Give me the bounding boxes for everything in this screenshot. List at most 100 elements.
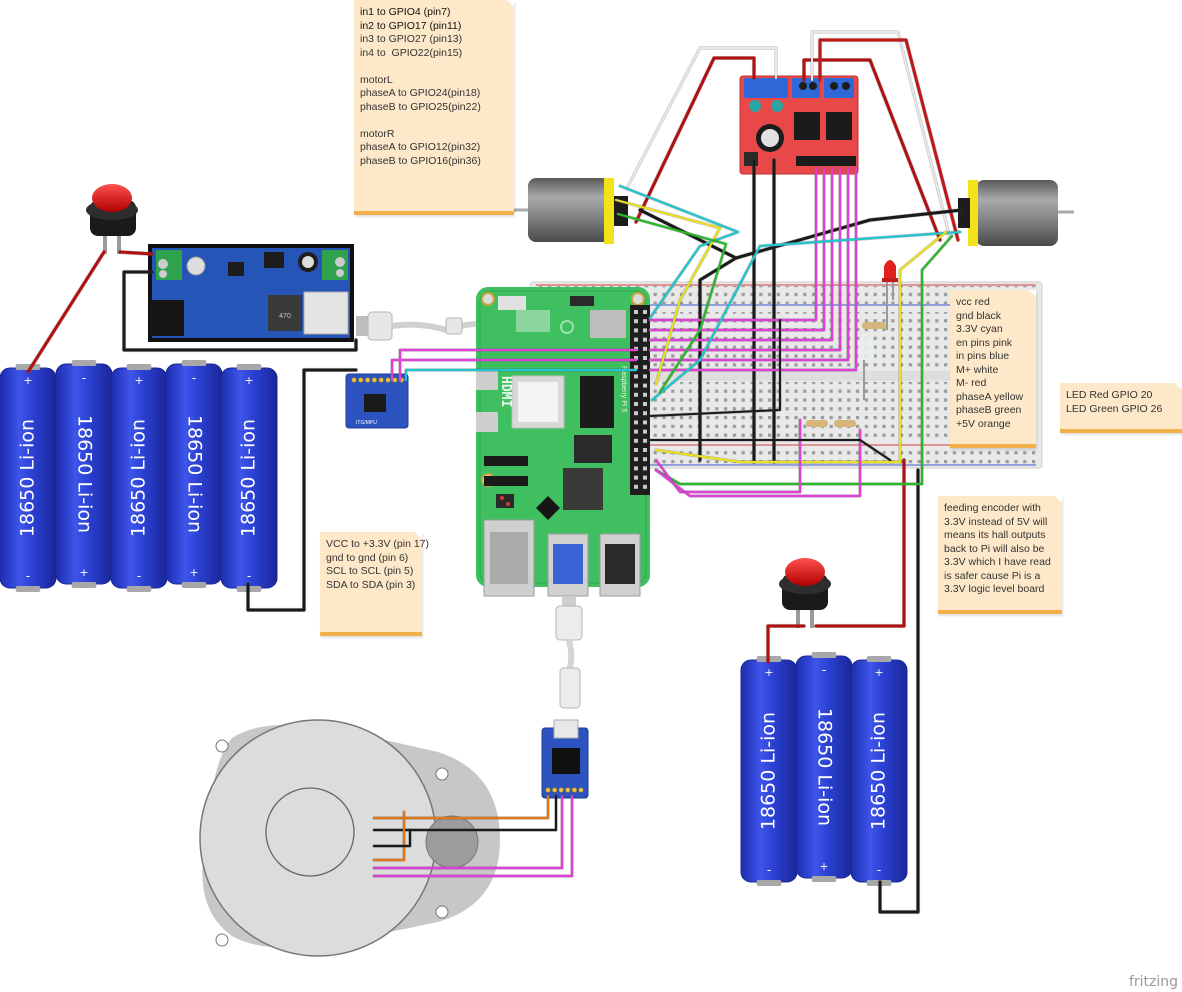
battery-plus-sign: + bbox=[764, 666, 773, 679]
note-line: feeding encoder with 3.3V instead of 5V … bbox=[944, 502, 1051, 595]
wire bbox=[648, 166, 850, 362]
battery-label: 18650 Li-ion bbox=[868, 712, 890, 830]
wire bbox=[245, 367, 359, 613]
note-line: M- red bbox=[956, 377, 987, 389]
note-line: gnd to gnd (pin 6) bbox=[326, 551, 409, 564]
battery-label: 18650 Li-ion bbox=[184, 415, 206, 533]
note-line: in4 to GPIO22(pin15) bbox=[360, 46, 463, 59]
note-line: 3.3V cyan bbox=[956, 323, 1003, 335]
wire bbox=[801, 57, 943, 243]
battery-cell: 18650 Li-ion + - bbox=[850, 656, 908, 886]
note-line: phaseA to GPIO24(pin18) bbox=[360, 87, 481, 99]
battery-plus-sign: + bbox=[79, 566, 88, 579]
imu-model-label: ITG/MPU bbox=[356, 420, 377, 426]
wire bbox=[390, 358, 638, 382]
battery-plus-sign: + bbox=[244, 374, 253, 387]
wire bbox=[372, 828, 412, 848]
battery-pack-left: 18650 Li-ion+-18650 Li-ion+-18650 Li-ion… bbox=[0, 360, 278, 592]
wire bbox=[633, 55, 757, 225]
battery-minus-sign: - bbox=[822, 663, 826, 677]
dc-motor-right bbox=[958, 180, 1074, 246]
battery-label: 18650 Li-ion bbox=[128, 419, 150, 537]
note-line bbox=[360, 60, 508, 74]
motor-driver-board bbox=[739, 75, 859, 175]
fritzing-watermark: fritzing bbox=[1128, 974, 1178, 990]
wire bbox=[648, 166, 858, 372]
battery-label: 18650 Li-ion bbox=[17, 419, 39, 537]
wire bbox=[654, 230, 948, 464]
wire bbox=[616, 212, 728, 394]
wire bbox=[648, 166, 826, 332]
note-line: in3 to GPIO27 (pin13) bbox=[360, 33, 463, 45]
push-button-right bbox=[779, 558, 831, 628]
resistor-3 bbox=[834, 420, 856, 427]
hdmi-label: HDMI bbox=[498, 376, 513, 407]
battery-plus-sign: + bbox=[189, 566, 198, 579]
wire bbox=[626, 46, 778, 188]
note-line: phaseA to GPIO12(pin32) bbox=[360, 141, 481, 153]
wire bbox=[614, 198, 722, 386]
note-imu-wiring: VCC to +3.3V (pin 17)gnd to gnd (pin 6)S… bbox=[320, 532, 429, 636]
wire bbox=[877, 467, 921, 915]
dc-motor-left bbox=[512, 178, 628, 244]
note-line: gnd black bbox=[956, 309, 1001, 322]
rpi-model-label: Raspberry Pi 5 bbox=[620, 366, 627, 412]
raspberry-pi-5: HDMI Raspberry Pi 5 bbox=[476, 287, 650, 597]
wire bbox=[25, 249, 107, 375]
wire bbox=[372, 794, 574, 878]
note-line: SDA to SDA (pin 3) bbox=[326, 578, 416, 591]
battery-minus-sign: - bbox=[877, 863, 881, 877]
battery-plus-sign: + bbox=[819, 860, 828, 873]
note-gpio-mapping: in1 to GPIO4 (pin7)in2 to GPIO17 (pin11)… bbox=[354, 0, 514, 215]
wire bbox=[372, 810, 406, 862]
red-led bbox=[882, 260, 898, 330]
note-line: phaseA yellow bbox=[956, 390, 1024, 403]
note-line bbox=[360, 114, 508, 128]
wire bbox=[398, 348, 638, 382]
battery-label: 18650 Li-ion bbox=[74, 415, 96, 533]
note-line: in pins blue bbox=[956, 350, 1010, 362]
battery-minus-sign: - bbox=[192, 371, 196, 385]
note-line: in1 to GPIO4 (pin7) bbox=[360, 6, 451, 18]
note-line: M+ white bbox=[956, 363, 999, 376]
battery-cell: 18650 Li-ion + - bbox=[55, 360, 113, 588]
note-line: in2 to GPIO17 (pin11) bbox=[360, 19, 462, 32]
battery-plus-sign: + bbox=[874, 666, 883, 679]
battery-minus-sign: - bbox=[767, 863, 771, 877]
note-line: motorR bbox=[360, 127, 395, 140]
wire bbox=[813, 457, 907, 629]
wire bbox=[618, 184, 740, 320]
wire bbox=[648, 166, 818, 322]
battery-cell: 18650 Li-ion + - bbox=[110, 364, 168, 592]
battery-plus-sign: + bbox=[134, 374, 143, 387]
wire bbox=[404, 368, 638, 382]
battery-minus-sign: - bbox=[247, 569, 251, 583]
battery-pack-right: 18650 Li-ion+-18650 Li-ion+-18650 Li-ion… bbox=[740, 652, 908, 886]
battery-minus-sign: - bbox=[137, 569, 141, 583]
note-line: phaseB green bbox=[956, 404, 1022, 416]
wire bbox=[648, 438, 892, 462]
wire bbox=[648, 318, 782, 418]
battery-plus-sign: + bbox=[23, 374, 32, 387]
battery-minus-sign: - bbox=[82, 371, 86, 385]
resistor-1 bbox=[862, 322, 886, 329]
encoder-motor bbox=[199, 719, 501, 957]
battery-cell: 18650 Li-ion+- bbox=[220, 364, 278, 592]
wire bbox=[654, 428, 862, 498]
green-led bbox=[858, 334, 874, 400]
note-line: vcc red bbox=[956, 296, 990, 308]
note-line: motorL bbox=[360, 73, 393, 86]
push-button-left bbox=[86, 184, 138, 254]
note-line: phaseB to GPIO16(pin36) bbox=[360, 154, 481, 167]
wire bbox=[810, 30, 952, 240]
note-encoder-voltage: feeding encoder with 3.3V instead of 5V … bbox=[938, 496, 1062, 614]
wire bbox=[372, 794, 550, 820]
note-line: LED Green GPIO 26 bbox=[1066, 402, 1163, 415]
note-line: SCL to SCL (pin 5) bbox=[326, 565, 414, 577]
imu-module: ITG/MPU bbox=[345, 373, 409, 429]
wire bbox=[121, 269, 359, 353]
usb-cable-bottom bbox=[555, 596, 583, 709]
wire bbox=[817, 37, 961, 243]
